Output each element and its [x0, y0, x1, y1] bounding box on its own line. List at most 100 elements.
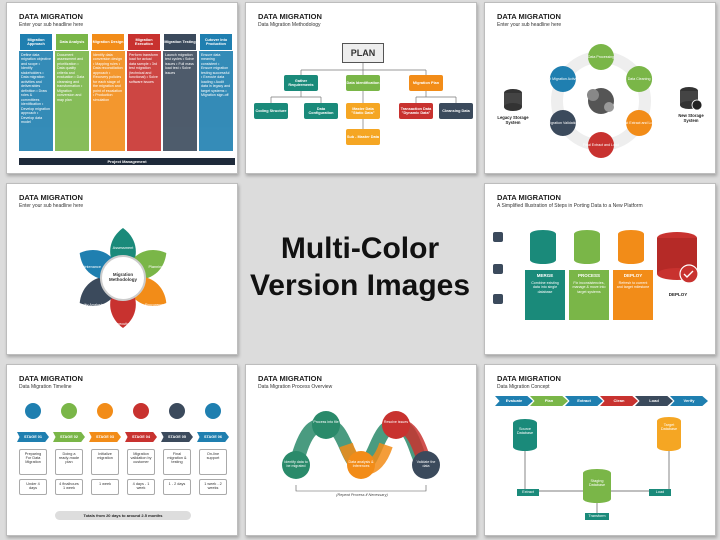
slide-cycle[interactable]: DATA MIGRATION Enter your sub headline h… [484, 2, 716, 174]
stage-chevron: STAGE 02 [53, 432, 85, 442]
center-heading-line-2: Version Images [249, 269, 471, 302]
slide-porting[interactable]: DATA MIGRATION A Simplified Illustration… [484, 183, 716, 355]
level2-box: Master Data "Static Data" [346, 103, 380, 119]
cycle-node [588, 44, 614, 70]
wave-diagram [282, 411, 440, 492]
slide-approach[interactable]: DATA MIGRATION Enter your sub headline h… [6, 2, 238, 174]
stage-duration: 4 days - 1 week [127, 479, 155, 495]
phase-body: Perform transform load for actual data s… [127, 51, 161, 151]
level1-box: Migration Plan [409, 75, 443, 91]
flower-diagram [79, 228, 167, 328]
slide-timeline[interactable]: DATA MIGRATION Data Migration Timeline S… [6, 364, 238, 536]
stage-icon [97, 403, 113, 419]
step-db [530, 256, 556, 264]
concept-diagram [513, 417, 681, 513]
plan-box: PLAN [342, 43, 384, 63]
cycle-node [549, 66, 576, 92]
slide-subtitle: Enter your sub headline here [19, 22, 84, 28]
stage-icon [61, 403, 77, 419]
legacy-database-icon [504, 89, 522, 111]
stage-desc: On-line support [199, 449, 227, 475]
phase-body: Document assessment and prioritization •… [55, 51, 89, 151]
phase-body: Identify data conversion design • Mappin… [91, 51, 125, 151]
stage-desc: Preparing For Data Migration [19, 449, 47, 475]
level1-box: Gather Requirements [284, 75, 318, 91]
deploy-label: DEPLOY [668, 292, 688, 297]
extract-label: Extract [517, 489, 539, 496]
step-card: DEPLOY Refresh to current and target mile… [613, 270, 653, 320]
petal-label: Planning [148, 265, 164, 269]
concept-step: Load [635, 396, 673, 406]
slide-methodology[interactable]: DATA MIGRATION Data Migration Methodolog… [245, 2, 477, 174]
level2-box: Data Configuration [304, 103, 338, 119]
phase-header: Data Analysis [55, 33, 89, 51]
sub-master-data-box: Sub - Master Data [346, 129, 380, 145]
slide-concept[interactable]: DATA MIGRATION Data Migration Concept Ev… [484, 364, 716, 536]
level2-box: Cleansing Data [439, 103, 473, 119]
center-heading-line-1: Multi-Color [280, 232, 440, 265]
petal-label: Quality Analysis [76, 303, 104, 307]
stage-icon [169, 403, 185, 419]
repeat-note: (Repeat Process if Necessary) [336, 493, 388, 497]
stage-icon [25, 403, 41, 419]
phase-header: Migration Design [91, 33, 125, 51]
cycle-node-label: Test Extract and Load [622, 121, 657, 125]
step-desc: Refresh to current and target milestone [616, 281, 650, 290]
process-node-label: Identify data to be migrated [284, 460, 308, 469]
slide-process-overview[interactable]: DATA MIGRATION Data Migration Process Ov… [245, 364, 477, 536]
phase-header: Migration Execution [127, 33, 161, 51]
stage-chevron: STAGE 05 [161, 432, 193, 442]
level1-box: Data Identification [346, 75, 380, 91]
concept-step: Verify [670, 396, 708, 406]
cycle-node [588, 132, 614, 158]
concept-step: Plan [530, 396, 568, 406]
cycle-node-label: Migration Validation [547, 121, 578, 125]
new-database-icon [680, 87, 703, 111]
phase-header: Migration Approach [19, 33, 53, 51]
step-db [618, 256, 644, 264]
cycle-node [626, 110, 653, 136]
phase-header: Cutover Into Production [199, 33, 233, 51]
slide-title: DATA MIGRATION [19, 374, 83, 383]
petal-label: Assessment [112, 246, 134, 250]
stage-desc: Doing a ready-made plan [55, 449, 83, 475]
process-node [312, 411, 340, 439]
total-duration-bar: Totals from 20 days to around 2.5 months [55, 511, 191, 520]
slide-title: DATA MIGRATION [497, 193, 561, 202]
new-storage-label: New Storage System [678, 113, 704, 123]
slide-flower[interactable]: DATA MIGRATION Enter your sub headline h… [6, 183, 238, 355]
transform-label: Transform [585, 513, 609, 520]
process-node [412, 451, 440, 479]
step-title: DEPLOY [623, 273, 643, 278]
step-db [574, 234, 600, 260]
level2-box: Transaction Data "Dynamic Data" [399, 103, 433, 119]
petal-label: Maintenance [79, 265, 101, 269]
step-desc: Combine existing data into single databa… [531, 281, 559, 294]
process-node [347, 451, 375, 479]
target-db-label: Target Database [660, 423, 678, 431]
porting-graphic [493, 230, 699, 304]
stage-desc: Final migration & testing [163, 449, 191, 475]
step-desc: Fix inconsistencies, manage & move into … [572, 281, 606, 294]
slide-title: DATA MIGRATION [19, 12, 83, 21]
phase-body: Ensure data meaning consistent • Ensure … [199, 51, 233, 151]
concept-step: Evaluate [495, 396, 533, 406]
stage-desc: Migration validation by customer [127, 449, 155, 475]
step-db [618, 234, 644, 260]
process-node [282, 451, 310, 479]
process-node-label: Validate the data [416, 460, 436, 469]
step-db [574, 256, 600, 264]
cycle-node [626, 66, 653, 92]
process-node-label: Process into file [313, 420, 339, 424]
center-heading: Multi-Color Version Images [240, 230, 480, 304]
process-node-label: Resolve issues [383, 420, 409, 424]
cycle-node-label: Data Cleaning [628, 77, 651, 81]
slide-subtitle: Data Migration Methodology [258, 22, 321, 28]
step-db [530, 234, 556, 260]
